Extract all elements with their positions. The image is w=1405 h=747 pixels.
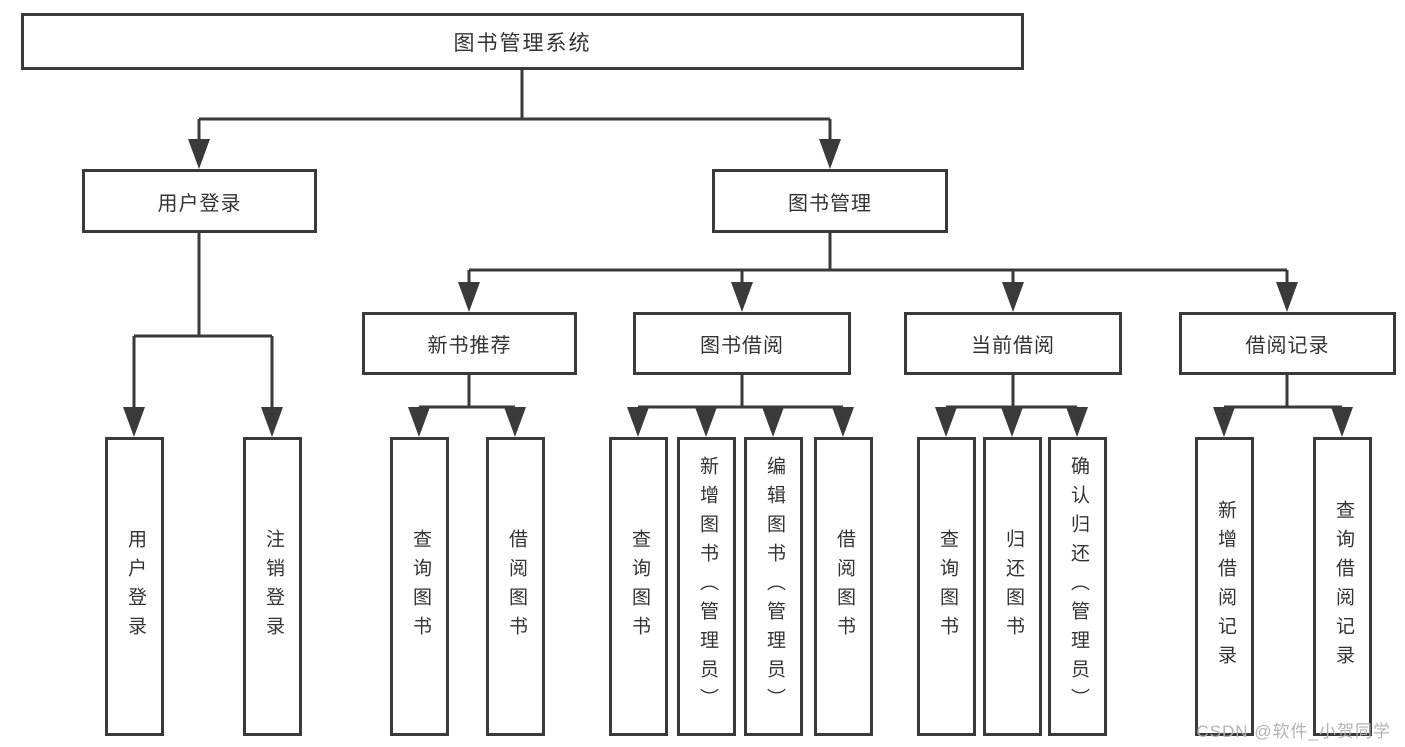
leaf-edit-book-admin-label: 编辑图书（管理员） <box>763 456 785 717</box>
node-root-label: 图书管理系统 <box>453 31 592 55</box>
node-current-borrow: 当前借阅 <box>904 312 1122 375</box>
leaf-borrow-book-label: 借阅图书 <box>833 528 855 645</box>
leaf-recommend-borrow-book-label: 借阅图书 <box>505 528 527 645</box>
csdn-watermark: CSDN @软件_小贺同学 <box>1196 722 1391 741</box>
leaf-add-borrow-record-label: 新增借阅记录 <box>1214 499 1236 674</box>
node-new-book-recommend-label: 新书推荐 <box>427 335 512 357</box>
node-book-management: 图书管理 <box>712 169 948 233</box>
node-borrow-records-label: 借阅记录 <box>1245 335 1330 357</box>
leaf-query-borrow-record-label: 查询借阅记录 <box>1332 499 1354 674</box>
node-new-book-recommend: 新书推荐 <box>362 312 577 375</box>
node-book-borrow: 图书借阅 <box>633 312 851 375</box>
leaf-logout-label: 注销登录 <box>262 528 284 645</box>
leaf-edit-book-admin: 编辑图书（管理员） <box>744 437 803 736</box>
node-current-borrow-label: 当前借阅 <box>971 335 1055 357</box>
leaf-add-book-admin: 新增图书（管理员） <box>677 437 736 736</box>
node-root-library-system: 图书管理系统 <box>21 13 1024 70</box>
leaf-user-login: 用户登录 <box>105 437 164 736</box>
leaf-borrow-query-book-label: 查询图书 <box>628 528 650 645</box>
leaf-recommend-query-book: 查询图书 <box>390 437 449 736</box>
leaf-current-query-book-label: 查询图书 <box>936 528 958 645</box>
node-book-management-label: 图书管理 <box>788 192 872 215</box>
node-book-borrow-label: 图书借阅 <box>700 335 784 357</box>
leaf-recommend-borrow-book: 借阅图书 <box>486 437 545 736</box>
leaf-return-book-label: 归还图书 <box>1002 528 1024 645</box>
leaf-confirm-return-admin-label: 确认归还（管理员） <box>1067 456 1089 717</box>
leaf-confirm-return-admin: 确认归还（管理员） <box>1048 437 1107 736</box>
leaf-recommend-query-book-label: 查询图书 <box>409 528 431 645</box>
leaf-user-login-label: 用户登录 <box>124 528 146 645</box>
node-borrow-records: 借阅记录 <box>1179 312 1396 375</box>
leaf-query-borrow-record: 查询借阅记录 <box>1313 437 1372 736</box>
node-user-login-label: 用户登录 <box>157 192 242 215</box>
leaf-borrow-book: 借阅图书 <box>814 437 873 736</box>
node-user-login: 用户登录 <box>82 169 317 233</box>
leaf-current-query-book: 查询图书 <box>917 437 976 736</box>
leaf-borrow-query-book: 查询图书 <box>609 437 668 736</box>
leaf-add-borrow-record: 新增借阅记录 <box>1195 437 1254 736</box>
leaf-return-book: 归还图书 <box>983 437 1042 736</box>
leaf-logout: 注销登录 <box>243 437 302 736</box>
leaf-add-book-admin-label: 新增图书（管理员） <box>696 456 718 717</box>
